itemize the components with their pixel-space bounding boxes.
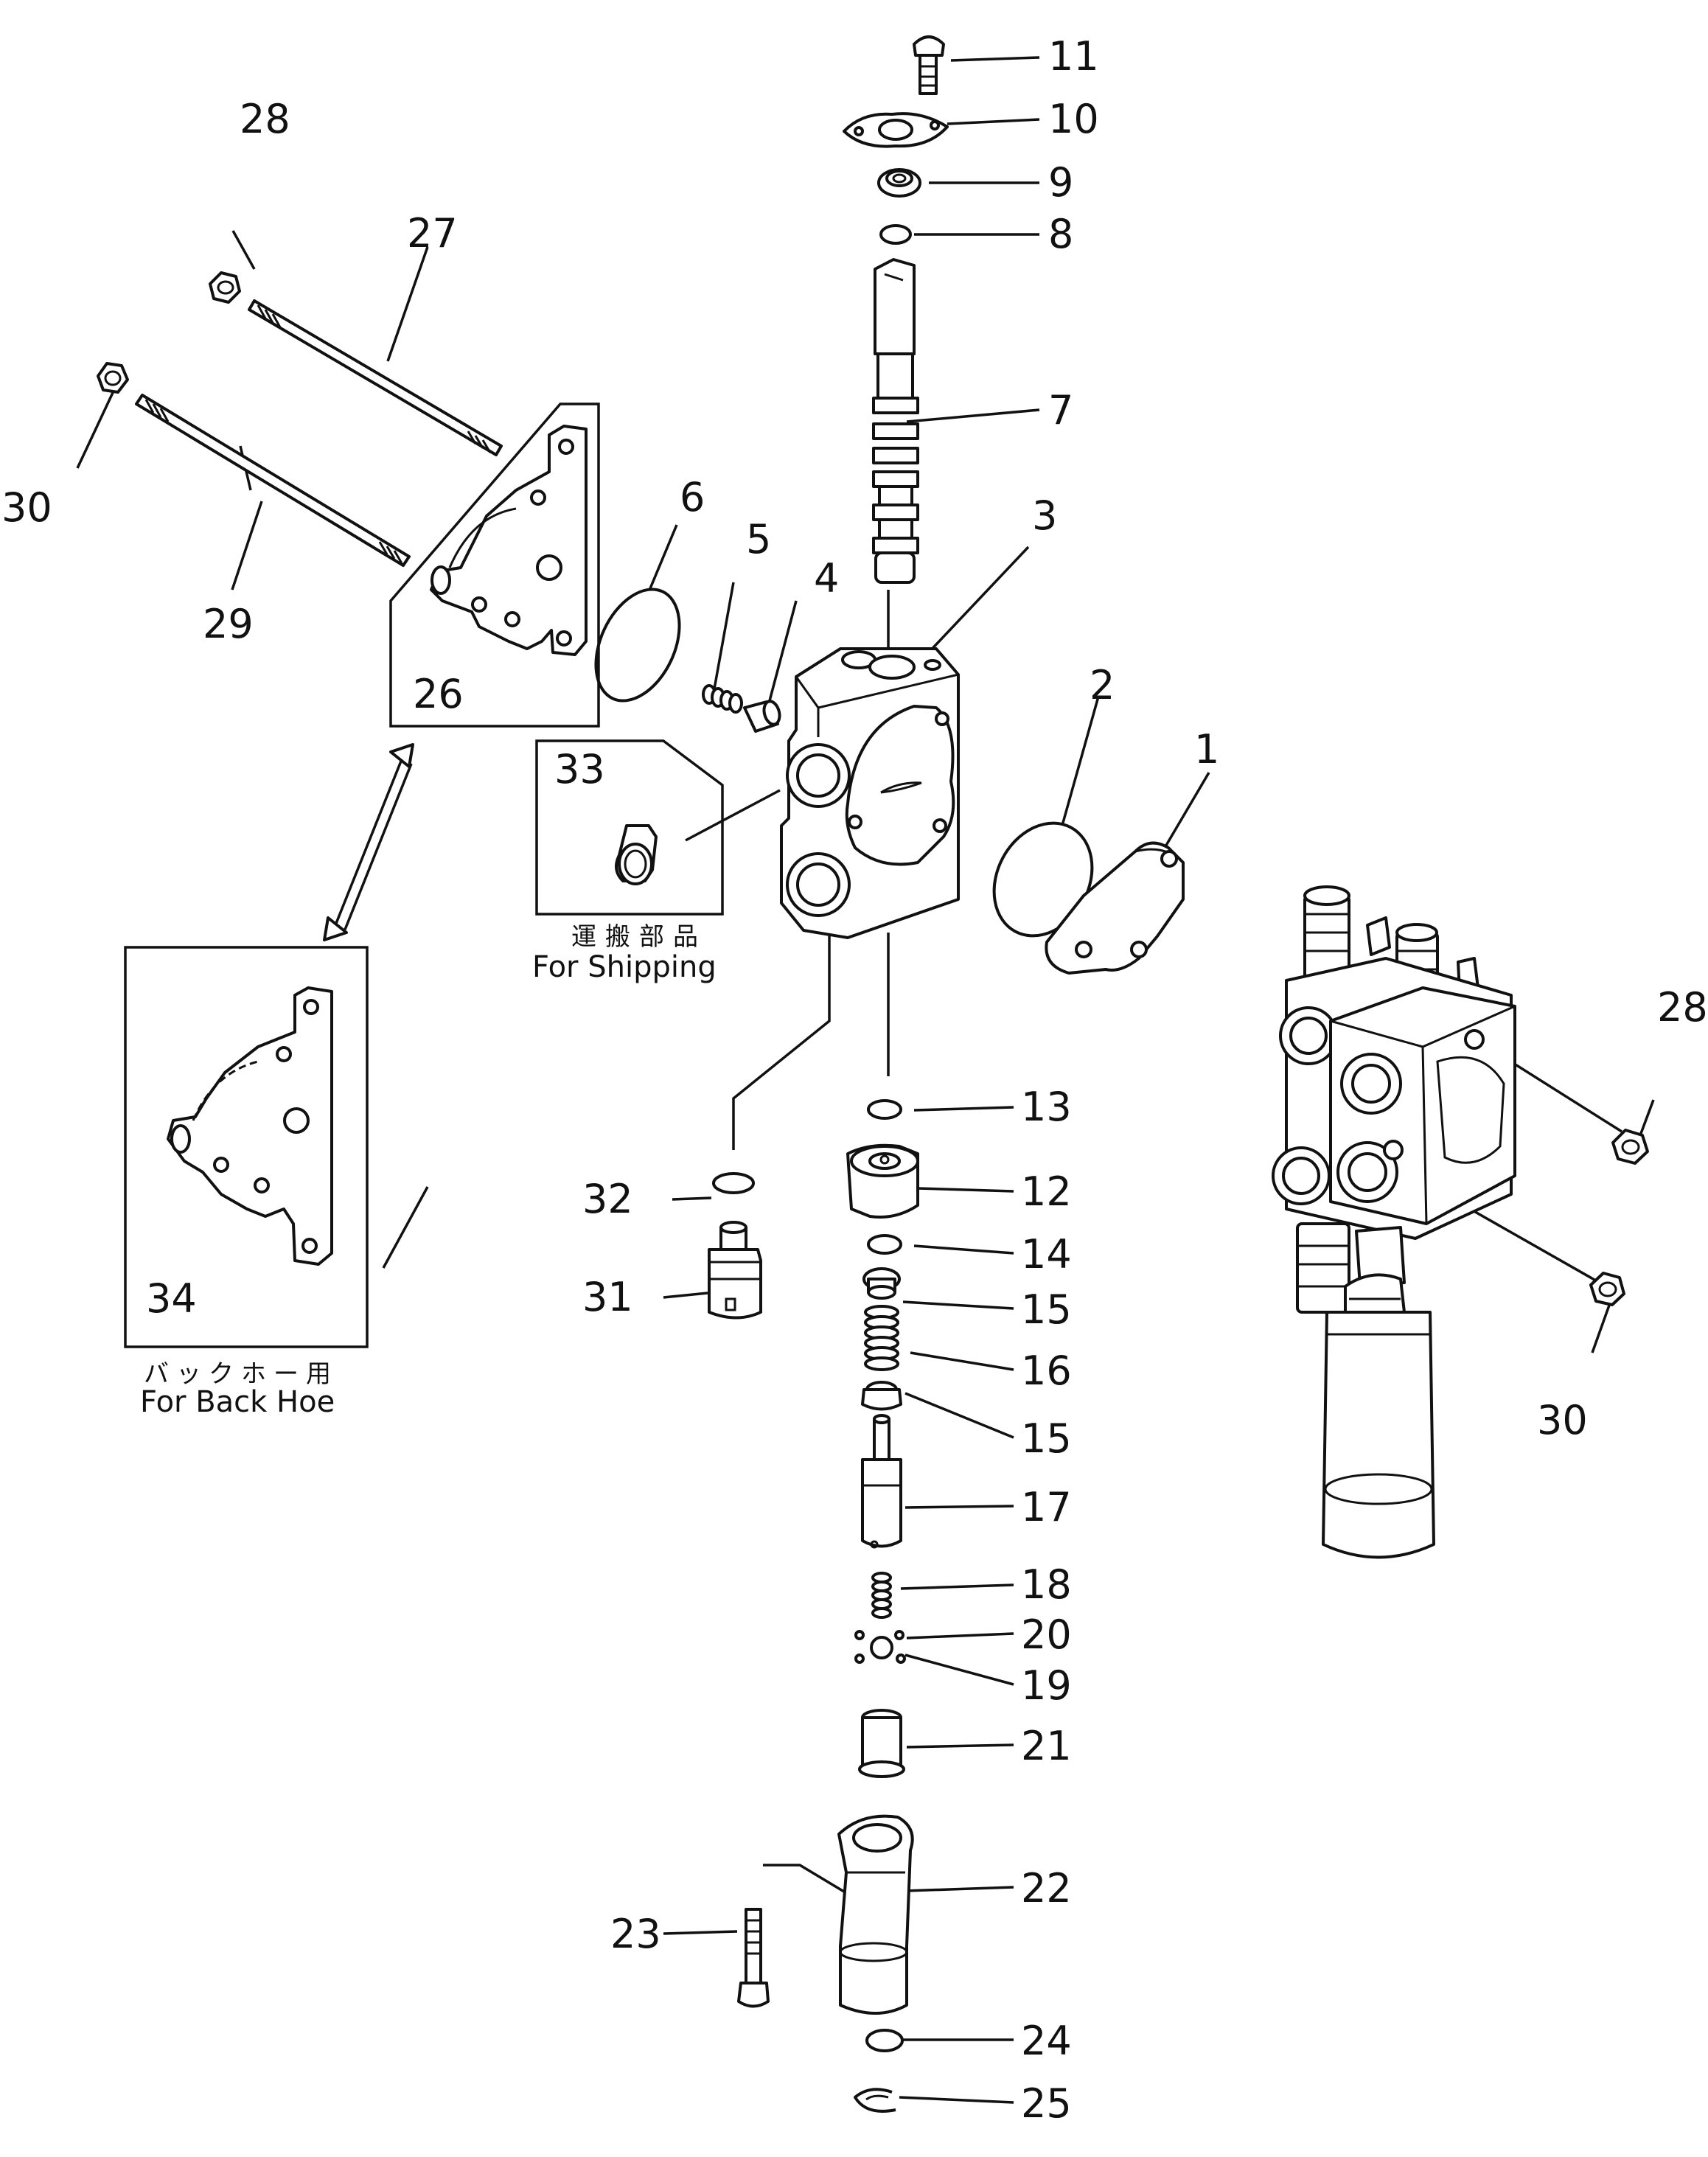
label-part-22: 22 bbox=[1021, 1865, 1072, 1912]
cap-part-33 bbox=[615, 824, 658, 885]
label-part-26: 26 bbox=[413, 671, 464, 717]
label-part-21: 21 bbox=[1021, 1723, 1072, 1769]
label-part-28-left: 28 bbox=[240, 96, 290, 142]
spool-part-7 bbox=[872, 258, 919, 584]
label-part-20: 20 bbox=[1021, 1611, 1072, 1658]
label-part-24: 24 bbox=[1021, 2018, 1072, 2064]
label-part-6: 6 bbox=[680, 474, 705, 520]
label-part-4: 4 bbox=[814, 555, 839, 602]
label-part-5: 5 bbox=[746, 516, 771, 562]
label-part-23: 23 bbox=[610, 1911, 661, 1957]
bolt-part-23 bbox=[737, 1908, 770, 2008]
label-part-11: 11 bbox=[1048, 33, 1099, 80]
retainer-part-15-lower bbox=[861, 1381, 902, 1411]
label-part-16: 16 bbox=[1021, 1348, 1072, 1394]
label-part-34: 34 bbox=[146, 1275, 197, 1322]
nut-part-28-left bbox=[209, 271, 241, 304]
nut-part-30-right bbox=[1589, 1272, 1625, 1306]
label-part-19: 19 bbox=[1021, 1662, 1072, 1709]
part-number-labels: 11 10 9 8 7 3 2 1 6 5 4 28 27 30 29 26 3… bbox=[1, 33, 1708, 2127]
sleeve-part-21 bbox=[858, 1709, 905, 1778]
label-part-17: 17 bbox=[1021, 1484, 1072, 1530]
label-part-7: 7 bbox=[1048, 387, 1073, 433]
cover-part-34 bbox=[167, 986, 333, 1266]
cover-part-1 bbox=[1045, 841, 1185, 975]
plug-part-4 bbox=[743, 700, 781, 733]
label-part-30-left: 30 bbox=[1, 484, 52, 531]
housing-part-22 bbox=[837, 1814, 914, 2015]
assembled-valve bbox=[1272, 885, 1516, 1559]
balls-part-19-20 bbox=[854, 1630, 906, 1664]
frame-34 bbox=[124, 946, 369, 1348]
spring-part-5 bbox=[702, 684, 743, 714]
plug-part-31 bbox=[708, 1221, 762, 1320]
label-part-9: 9 bbox=[1048, 159, 1073, 206]
tie-bolt-part-29 bbox=[135, 394, 411, 567]
block-part-12 bbox=[846, 1143, 919, 1219]
label-part-25: 25 bbox=[1021, 2080, 1072, 2127]
spring-part-16 bbox=[864, 1305, 899, 1371]
retainer-part-15-upper bbox=[862, 1267, 901, 1300]
valve-body-part-3 bbox=[780, 647, 960, 939]
label-part-28-right: 28 bbox=[1657, 984, 1708, 1031]
label-part-33: 33 bbox=[554, 746, 605, 792]
spring-part-18 bbox=[871, 1572, 892, 1619]
nut-part-28-right bbox=[1611, 1129, 1649, 1165]
label-part-18: 18 bbox=[1021, 1561, 1072, 1608]
bolt-part-11 bbox=[913, 35, 945, 95]
label-part-15-upper: 15 bbox=[1021, 1286, 1072, 1333]
caption-shipping-en: For Shipping bbox=[532, 950, 717, 984]
snap-ring-part-25 bbox=[854, 2088, 896, 2113]
label-part-31: 31 bbox=[582, 1274, 633, 1320]
caption-backhoe-jp: バックホー用 bbox=[144, 1359, 338, 1389]
label-part-3: 3 bbox=[1032, 492, 1057, 539]
label-part-32: 32 bbox=[582, 1176, 633, 1222]
o-ring-part-14 bbox=[867, 1234, 902, 1255]
label-part-27: 27 bbox=[407, 210, 458, 257]
o-ring-part-24 bbox=[865, 2029, 904, 2052]
cover-part-26 bbox=[430, 425, 588, 656]
frame-26 bbox=[389, 403, 600, 728]
flange-part-10 bbox=[843, 112, 949, 148]
label-part-14: 14 bbox=[1021, 1231, 1072, 1278]
label-part-13: 13 bbox=[1021, 1084, 1072, 1130]
label-part-30-right: 30 bbox=[1537, 1397, 1588, 1443]
captions: 運搬部品 For Shipping バックホー用 For Back Hoe bbox=[140, 922, 717, 1419]
caption-shipping-jp: 運搬部品 bbox=[571, 922, 707, 952]
o-ring-part-13 bbox=[867, 1099, 902, 1120]
poppet-part-17 bbox=[861, 1414, 902, 1549]
o-ring-part-6 bbox=[594, 588, 681, 703]
label-part-1: 1 bbox=[1194, 726, 1219, 773]
tie-bolt-part-27 bbox=[248, 299, 503, 456]
leader-lines bbox=[76, 56, 1655, 2104]
frame-33 bbox=[535, 739, 724, 916]
label-part-8: 8 bbox=[1048, 211, 1073, 257]
label-part-15-lower: 15 bbox=[1021, 1415, 1072, 1462]
o-ring-part-32 bbox=[712, 1172, 755, 1194]
nut-part-30-left bbox=[97, 362, 129, 394]
seal-part-9 bbox=[877, 168, 921, 198]
label-part-2: 2 bbox=[1090, 662, 1115, 708]
caption-backhoe-en: For Back Hoe bbox=[140, 1385, 335, 1419]
label-part-29: 29 bbox=[203, 601, 254, 647]
label-part-12: 12 bbox=[1021, 1168, 1072, 1215]
label-part-10: 10 bbox=[1048, 96, 1099, 142]
o-ring-part-8 bbox=[879, 224, 912, 245]
double-arrow bbox=[323, 743, 414, 941]
